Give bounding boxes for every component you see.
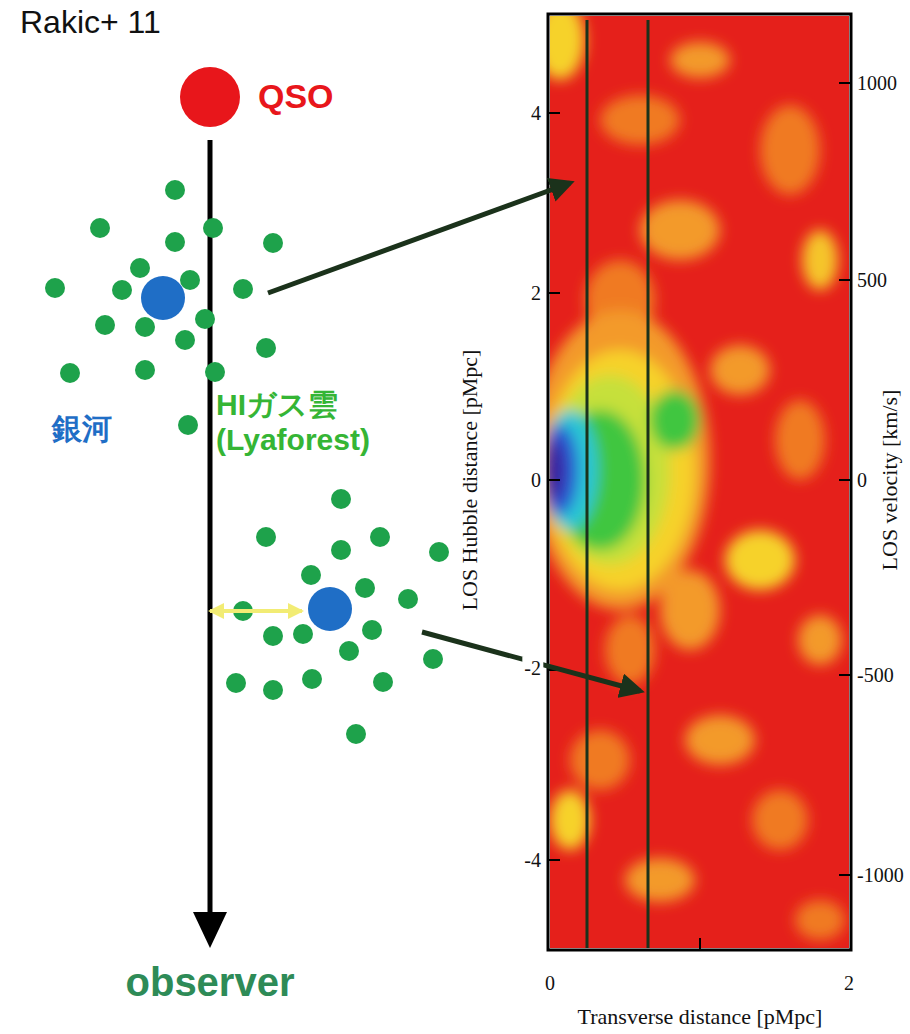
pointer-arrow <box>268 183 570 293</box>
arrow-head <box>193 912 227 948</box>
galaxy <box>141 276 185 320</box>
tick-label: 0 <box>545 972 555 995</box>
plot-frame <box>548 14 851 950</box>
tick-label: -500 <box>857 664 894 687</box>
node-label: QSO <box>258 77 334 116</box>
tick-label: 4 <box>529 102 543 125</box>
galaxy-label: 銀河 <box>52 412 112 447</box>
sightline-cut <box>586 20 589 948</box>
line-of-sight <box>208 140 213 915</box>
contour-map <box>550 16 849 948</box>
axis-title: LOS velocity [km/s] <box>877 390 902 571</box>
hi-gas-dots <box>45 180 449 744</box>
tick-label: -4 <box>522 849 543 872</box>
tick-label: 2 <box>529 282 543 305</box>
quasar-circle: QSO <box>180 67 240 127</box>
axis-ticks <box>548 83 851 950</box>
gas-label: HIガス雲 (Lyaforest) <box>216 388 451 457</box>
figure-credit: Rakic+ 11 <box>20 4 161 41</box>
tick-label: 0 <box>529 469 543 492</box>
observer-label: observer <box>126 959 295 1005</box>
axis-title: LOS Hubble distance [pMpc] <box>457 348 482 613</box>
galaxy <box>308 587 352 631</box>
tick-label: -2 <box>522 657 543 680</box>
tick-label: 0 <box>857 469 867 492</box>
tick-label: 2 <box>844 972 854 995</box>
tick-label: 500 <box>857 269 887 292</box>
sightline-cut <box>647 20 650 948</box>
pointer-arrow <box>422 632 640 691</box>
distance-arrow <box>210 609 302 613</box>
tick-label: 1000 <box>857 72 897 95</box>
axis-title: Transverse distance [pMpc] <box>578 1004 823 1029</box>
tick-label: -1000 <box>857 864 904 887</box>
